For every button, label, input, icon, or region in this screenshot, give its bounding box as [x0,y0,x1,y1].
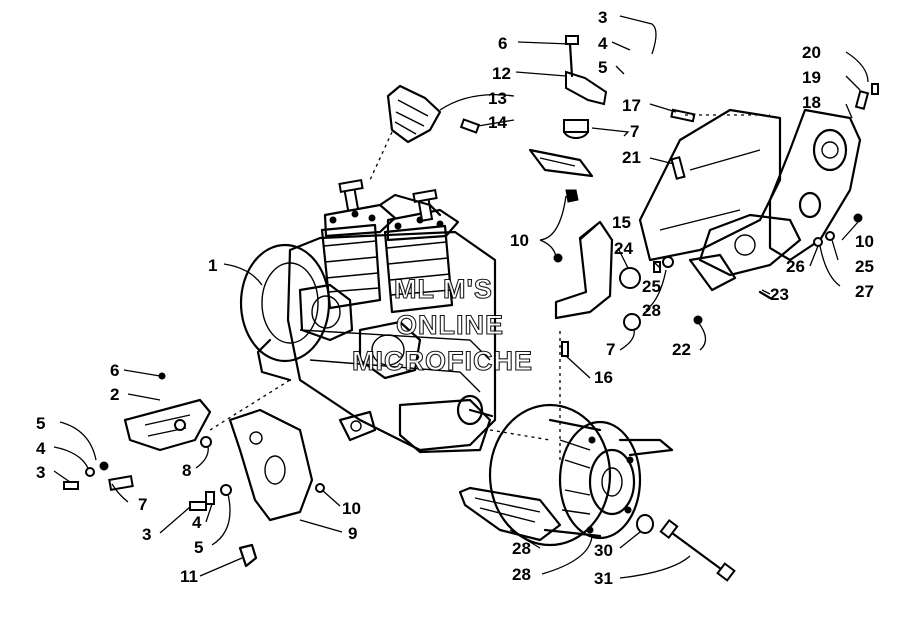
callout-25: 25 [642,277,661,296]
callout-5: 5 [598,58,607,77]
callout-14: 14 [488,113,507,132]
exhaust-manifold [369,84,442,181]
callout-25: 25 [855,257,874,276]
callout-31: 31 [594,569,613,588]
watermark-line-3: MICROFICHE [352,346,533,376]
upper-mount [528,35,608,203]
watermark: ML M'S ONLINE MICROFICHE [351,273,533,376]
watermark-line-1: ML M'S [394,274,493,304]
bracket-9 [189,408,325,568]
callout-19: 19 [802,68,821,87]
callout-23: 23 [770,285,789,304]
callout-6: 6 [498,34,507,53]
engine-mount-15 [553,220,703,357]
watermark-line-2: ONLINE [396,310,504,340]
engine-assembly [239,178,497,454]
callout-3: 3 [598,8,607,27]
callout-16: 16 [594,368,613,387]
callout-18: 18 [802,93,821,112]
callout-5: 5 [36,414,45,433]
callout-28: 28 [642,301,661,320]
callout-9: 9 [348,524,357,543]
callout-24: 24 [614,239,633,258]
callout-27: 27 [855,282,874,301]
callout-28: 28 [512,539,531,558]
callout-21: 21 [622,148,641,167]
callout-22: 22 [672,340,691,359]
callout-10: 10 [342,499,361,518]
callout-7: 7 [606,340,615,359]
bolt-17 [670,108,696,123]
callout-4: 4 [598,34,608,53]
bracket-2 [63,372,212,491]
callout-3: 3 [142,525,151,544]
callout-11: 11 [180,567,198,586]
bolt-21 [670,156,686,180]
callout-28: 28 [512,565,531,584]
callout-15: 15 [612,213,631,232]
callout-4: 4 [192,513,202,532]
callout-13: 13 [488,89,507,108]
callout-6: 6 [110,361,119,380]
callout-4: 4 [36,439,46,458]
callout-12: 12 [492,64,511,83]
callout-10: 10 [510,231,529,250]
callout-10: 10 [855,232,874,251]
callout-7: 7 [138,495,147,514]
callout-7: 7 [630,122,639,141]
drive-clutch [458,403,736,582]
callout-30: 30 [594,541,613,560]
leader-lines [53,15,869,579]
chaincase-plate [638,83,879,300]
callout-20: 20 [802,43,821,62]
callout-26: 26 [786,257,805,276]
callout-5: 5 [194,538,203,557]
manifold-stud [459,118,481,134]
callout-1: 1 [208,256,217,275]
callout-3: 3 [36,463,45,482]
callout-labels: 1 2 3 3 3 4 4 4 5 5 5 6 6 7 7 7 8 9 10 1… [36,8,874,588]
callout-2: 2 [110,385,119,404]
callout-8: 8 [182,461,191,480]
callout-17: 17 [622,96,641,115]
